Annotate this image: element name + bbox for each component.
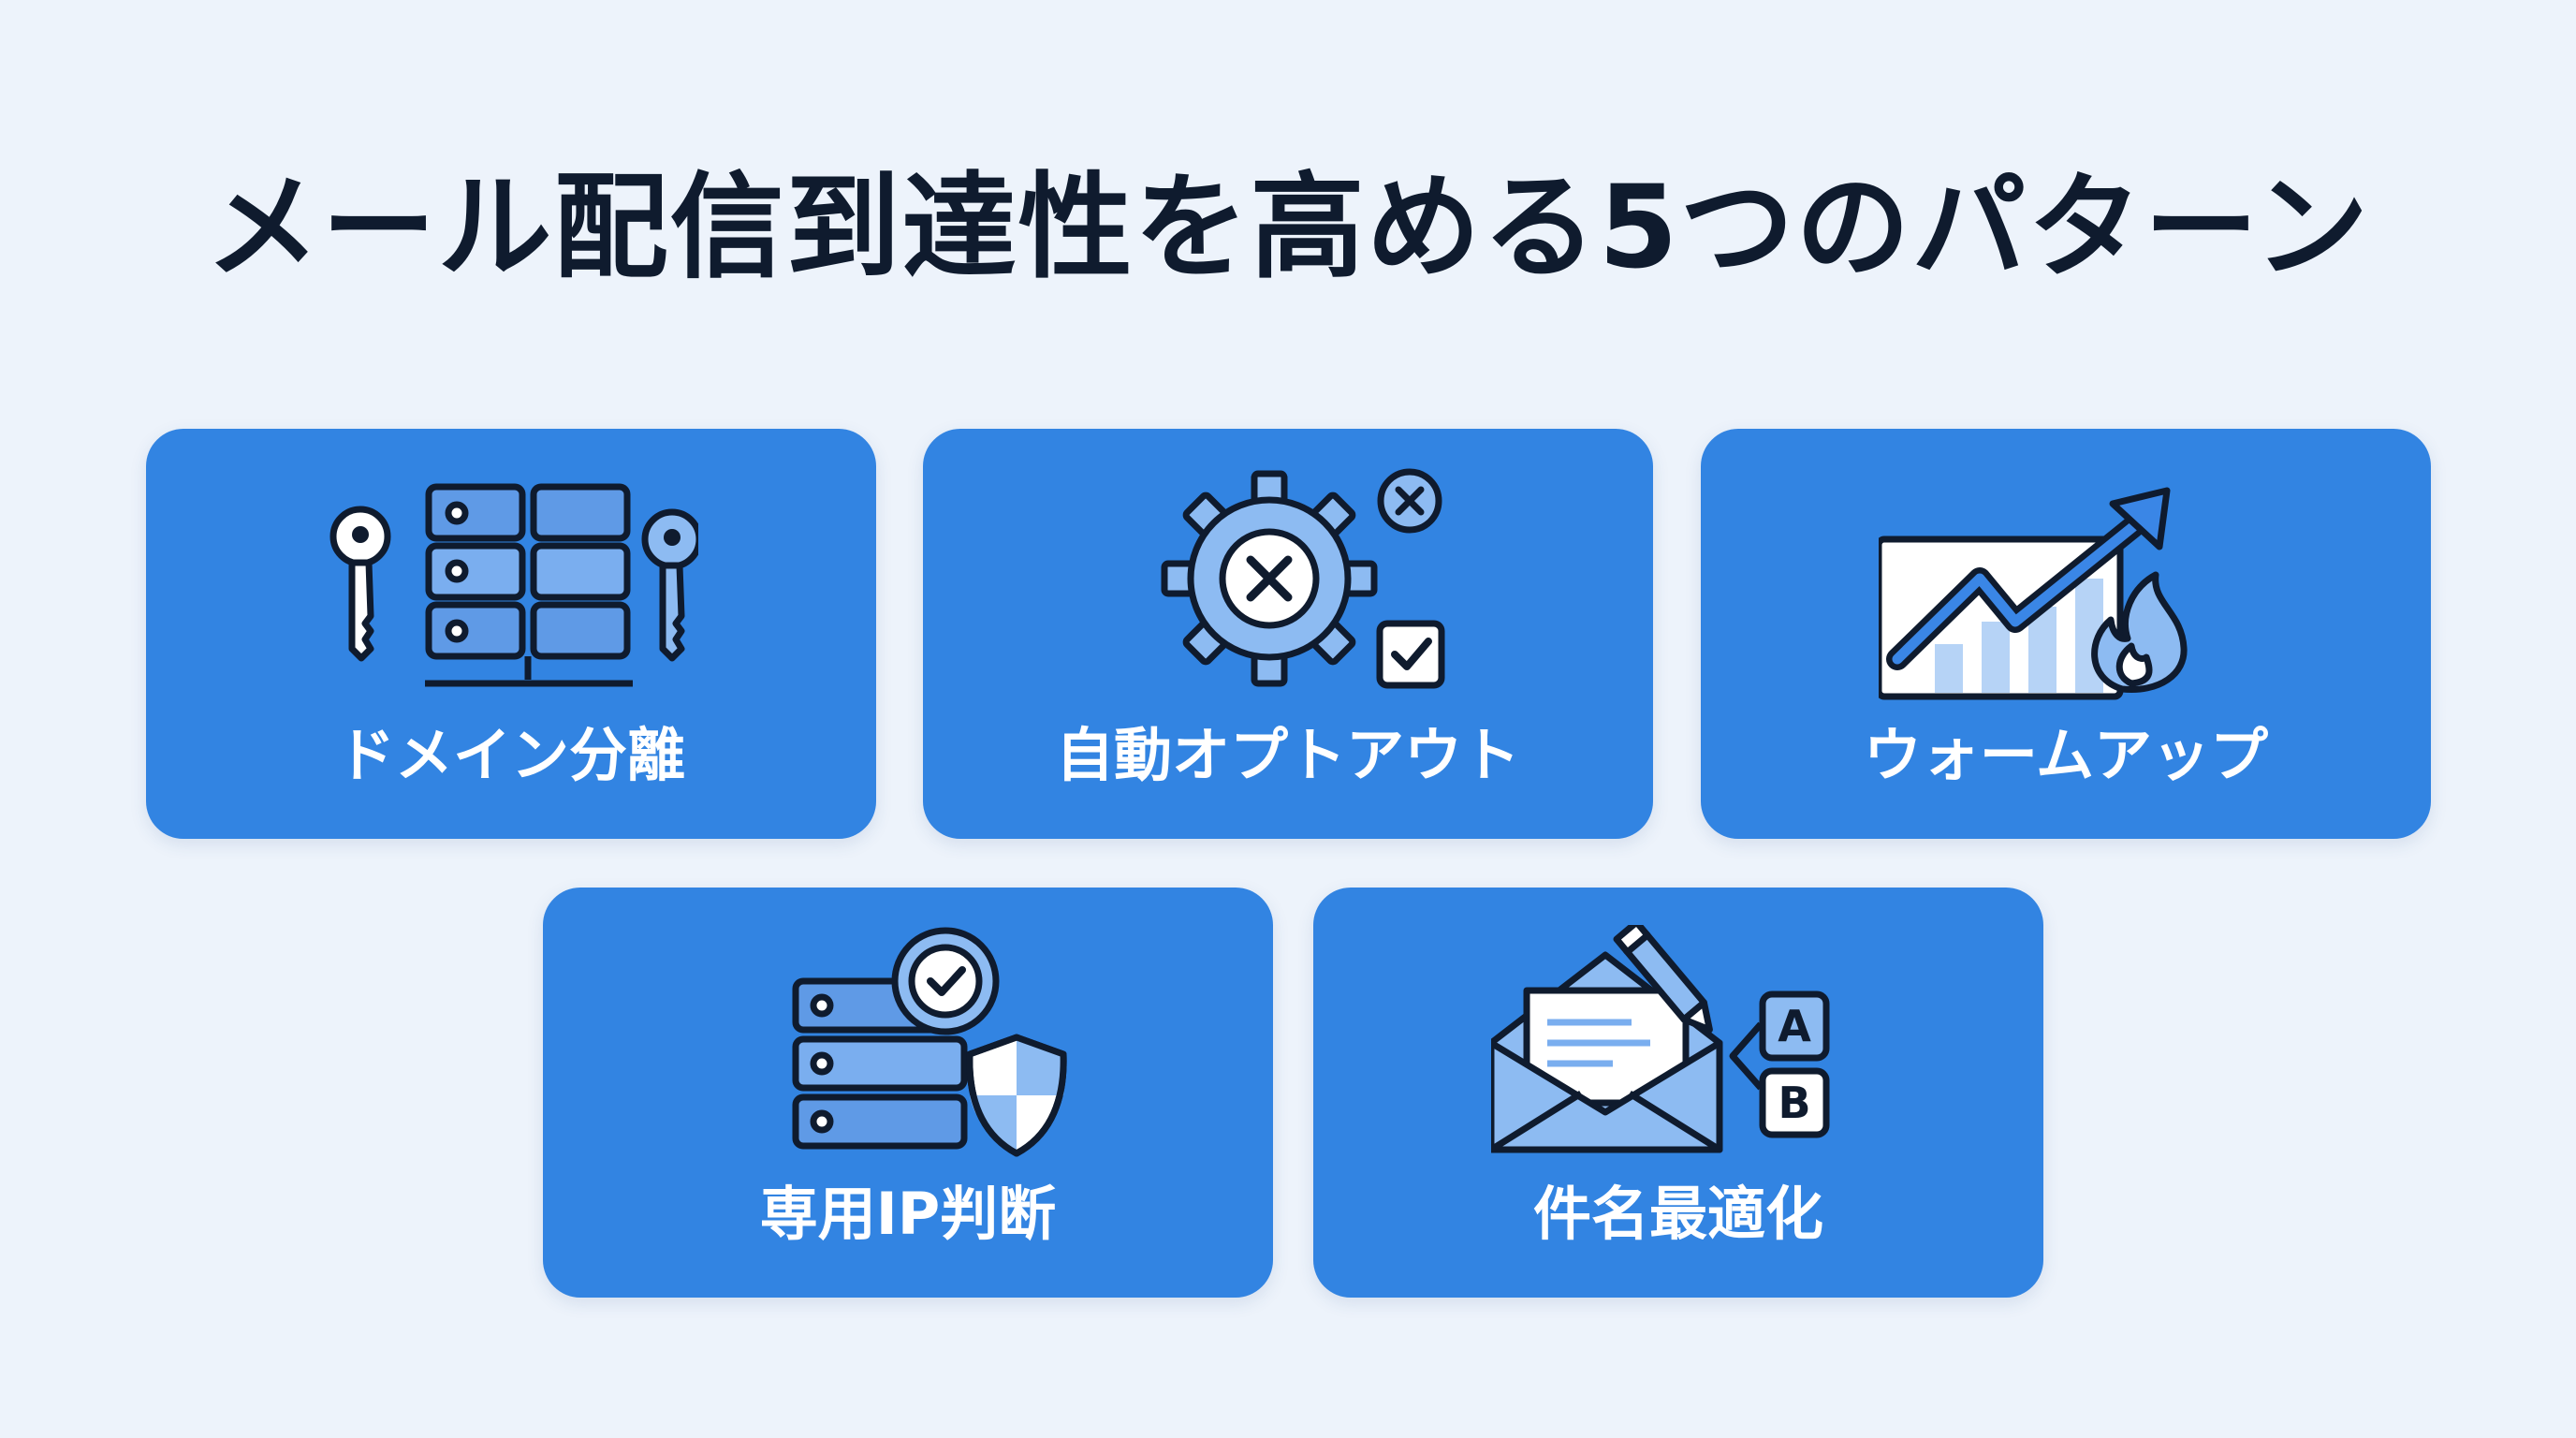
card-subject-optimization: A B 件名最適化	[1313, 888, 2043, 1298]
servers-with-keys-icon	[329, 483, 698, 687]
server-badge-shield-icon	[792, 927, 1067, 1157]
gear-x-checkbox-icon	[1161, 468, 1445, 689]
card-label: 専用IP判断	[759, 1180, 1057, 1248]
envelope-pencil-ab-icon: A B	[1491, 925, 1830, 1153]
option-b-label: B	[1778, 1078, 1810, 1128]
page-title: メール配信到達性を高める5つのパターン	[205, 161, 2371, 294]
rising-chart-flame-icon	[1879, 487, 2188, 700]
option-a-label: A	[1778, 1001, 1811, 1051]
card-label: 件名最適化	[1532, 1180, 1823, 1248]
card-domain-separation: ドメイン分離	[146, 429, 876, 839]
card-label: ドメイン分離	[336, 721, 685, 789]
card-label: ウォームアップ	[1863, 721, 2269, 789]
card-dedicated-ip: 専用IP判断	[543, 888, 1273, 1298]
card-warmup: ウォームアップ	[1701, 429, 2431, 839]
card-label: 自動オプトアウト	[1055, 721, 1520, 789]
card-auto-optout: 自動オプトアウト	[923, 429, 1653, 839]
